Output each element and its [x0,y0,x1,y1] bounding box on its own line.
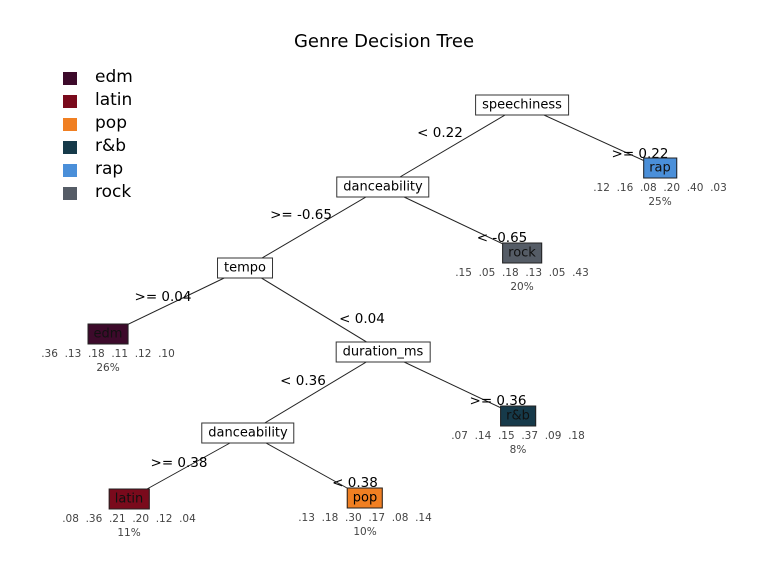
leaf-node-r-b: r&b [500,405,536,427]
leaf-node-pop: pop [346,487,384,509]
legend-label: rap [95,159,124,179]
edge-label: < 0.22 [417,125,463,141]
leaf-percentage: 26% [96,362,120,374]
leaf-class-probabilities: .07 .14 .15 .37 .09 .18 [451,430,585,442]
legend-swatch [63,118,77,131]
legend-label: pop [95,113,127,133]
legend-label: r&b [95,136,127,156]
tree-edge [382,351,519,417]
leaf-class-probabilities: .13 .18 .30 .17 .08 .14 [298,512,432,524]
split-node-tempo: tempo [217,257,273,279]
leaf-node-rock: rock [502,242,542,264]
tree-edge [128,432,249,500]
edge-label: >= 0.38 [150,455,208,471]
tree-edge [244,186,384,269]
tree-edge [244,267,384,353]
leaf-class-probabilities: .08 .36 .21 .20 .12 .04 [62,513,196,525]
tree-edge [247,351,384,434]
leaf-percentage: 10% [353,526,377,538]
split-node-duration-ms: duration_ms [335,341,431,363]
leaf-percentage: 25% [648,196,672,208]
tree-edge [247,432,366,499]
leaf-percentage: 11% [117,527,141,539]
legend-swatch [63,95,77,108]
diagram-title: Genre Decision Tree [293,31,475,52]
edge-label: < -0.65 [476,230,528,246]
legend-swatch [63,72,77,85]
split-node-danceability: danceability [336,176,430,198]
edge-label: >= -0.65 [270,207,332,223]
edge-label: < 0.04 [339,311,385,327]
leaf-percentage: 20% [510,281,534,293]
edge-label: >= 0.36 [469,393,527,409]
tree-edge [382,104,523,188]
leaf-node-latin: latin [108,488,150,510]
leaf-percentage: 8% [509,444,527,456]
legend-swatch [63,164,77,177]
legend-label: rock [95,182,132,202]
leaf-class-probabilities: .15 .05 .18 .13 .05 .43 [455,267,589,279]
leaf-node-edm: edm [87,323,129,345]
legend-label: edm [95,67,133,87]
legend-swatch [63,187,77,200]
edge-label: < 0.36 [280,373,326,389]
legend-label: latin [95,90,133,110]
tree-edge [521,104,661,169]
tree-edge [107,267,246,335]
edge-label: >= 0.04 [134,289,192,305]
leaf-node-rap: rap [643,157,677,179]
split-node-speechiness: speechiness [475,94,569,116]
tree-edge [382,186,523,254]
leaf-class-probabilities: .12 .16 .08 .20 .40 .03 [593,182,727,194]
edge-label: < 0.38 [332,475,378,491]
legend-swatch [63,141,77,154]
leaf-class-probabilities: .36 .13 .18 .11 .12 .10 [41,348,175,360]
split-node-danceability: danceability [201,422,295,444]
